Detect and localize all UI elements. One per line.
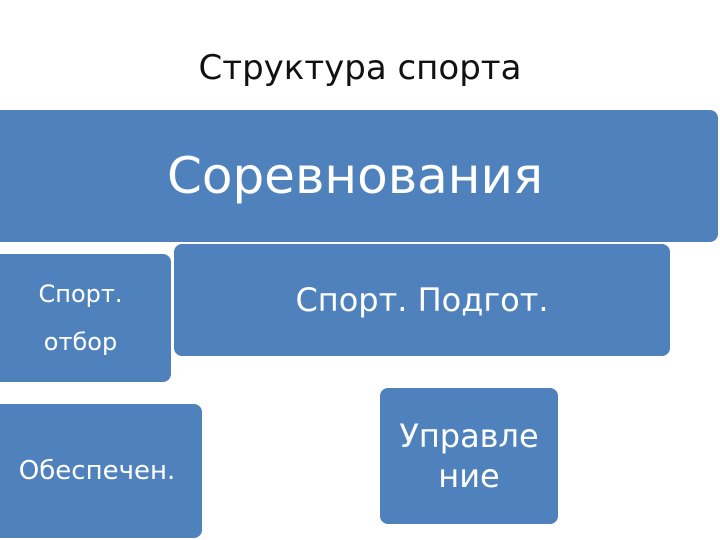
sport-selection-label-line1: Спорт. [38,280,123,308]
sport-training-box: Спорт. Подгот. [172,242,672,358]
sport-training-label: Спорт. Подгот. [295,281,549,319]
management-label: Управле ние [399,417,539,495]
sport-selection-label-line2: отбор [43,328,118,356]
support-label: Обеспечен. [18,456,176,486]
management-box: Управле ние [378,386,560,526]
sport-selection-box: Спорт. отбор [0,252,173,384]
competitions-label: Соревнования [166,147,544,205]
support-box: Обеспечен. [0,402,204,540]
competitions-box: Соревнования [0,108,720,244]
page-title: Структура спорта [198,48,522,88]
